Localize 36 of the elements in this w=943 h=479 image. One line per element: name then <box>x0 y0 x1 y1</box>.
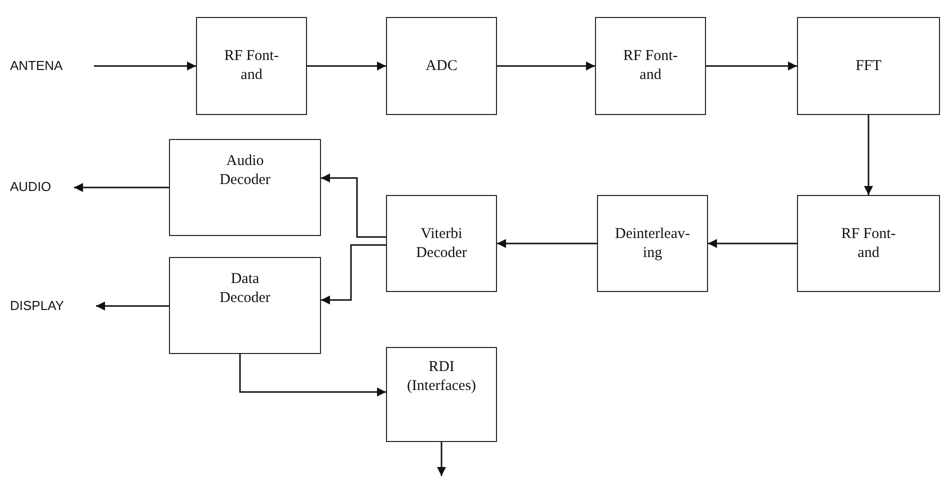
arrow <box>864 115 873 195</box>
process-box <box>386 195 497 292</box>
arrow <box>321 174 386 238</box>
process-box <box>797 195 940 292</box>
box-label: Audio Decoder <box>218 152 272 190</box>
box-label: ADC <box>424 56 458 76</box>
box-label: RF Font-and <box>622 47 679 85</box>
arrow <box>706 62 797 70</box>
signal-label: DISPLAY <box>10 298 64 314</box>
process-box <box>386 17 497 115</box>
box-label: Deinterleav- ing <box>614 224 691 262</box>
arrow <box>708 239 797 248</box>
arrow <box>74 183 169 192</box>
process-box <box>597 195 708 292</box>
signal-label: AUDIO <box>10 178 52 196</box>
arrow <box>321 244 386 304</box>
arrow <box>497 239 597 248</box>
arrow <box>497 62 595 70</box>
arrow <box>307 62 386 70</box>
arrow <box>96 302 169 310</box>
box-label: FFT <box>854 56 882 76</box>
process-box <box>797 17 940 115</box>
box-label: Viterbi Decoder <box>415 224 468 262</box>
process-box <box>169 139 321 236</box>
box-label: RF Font-and <box>223 47 280 85</box>
box-label: Data Decoder <box>218 270 272 308</box>
arrow <box>437 442 446 476</box>
process-box <box>386 347 497 442</box>
process-box <box>169 257 321 354</box>
process-box <box>196 17 307 115</box>
signal-label: ANTENA <box>10 58 63 74</box>
arrow <box>239 354 386 396</box>
box-label: RF Font-and <box>840 224 897 262</box>
arrow <box>94 62 196 70</box>
box-label: RDI (Interfaces) <box>406 358 478 396</box>
process-box <box>595 17 706 115</box>
